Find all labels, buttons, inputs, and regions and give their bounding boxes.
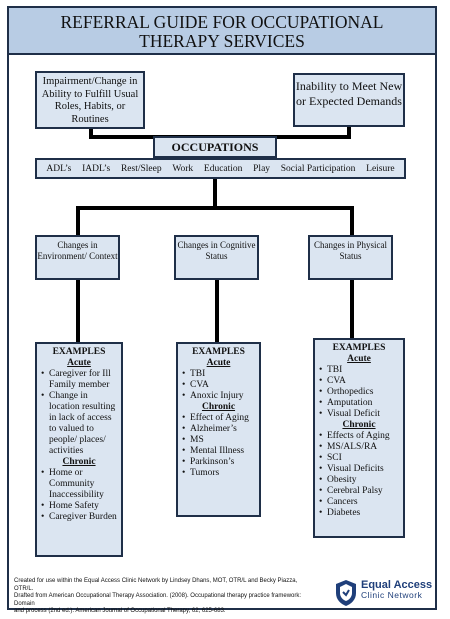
category-environment: Changes in Environment/ Context [35, 235, 120, 280]
list-item: MS [182, 435, 255, 446]
list-item: Amputation [319, 398, 399, 409]
examples-header: EXAMPLES [192, 347, 245, 357]
list-item: Caregiver Burden [41, 512, 117, 523]
category-cognitive: Changes in Cognitive Status [174, 235, 259, 280]
list-item: Tumors [182, 468, 255, 479]
list-item: Diabetes [319, 508, 399, 519]
list-item: Visual Deficit [319, 409, 399, 420]
list-item: Obesity [319, 475, 399, 486]
title-line-1: REFERRAL GUIDE FOR OCCUPATIONAL [60, 12, 384, 32]
footer-line-1: Created for use within the Equal Access … [14, 578, 298, 592]
acute-label: Acute [67, 358, 91, 368]
list-item: Effects of Aging [319, 431, 399, 442]
logo-subtitle: Clinic Network [361, 590, 423, 600]
examples-environment: EXAMPLES Acute Caregiver for Ill Family … [35, 342, 123, 557]
list-item: Cancers [319, 497, 399, 508]
connector-branch-horizontal [76, 206, 354, 210]
footer-line-2: Drafted from American Occupational Thera… [14, 593, 302, 607]
acute-label: Acute [347, 354, 371, 364]
list-item: CVA [182, 380, 255, 391]
chronic-label: Chronic [62, 457, 96, 467]
connector-cat3-down [350, 278, 354, 339]
chronic-label: Chronic [201, 402, 236, 412]
list-item: Home or Community Inaccessibility [41, 468, 117, 501]
demands-box: Inability to Meet New or Expected Demand… [293, 73, 405, 127]
list-item: Visual Deficits [319, 464, 399, 475]
equal-access-logo: Equal Access Clinic Network [334, 578, 434, 608]
list-item: CVA [319, 376, 399, 387]
list-item: Change in location resulting in lack of … [41, 391, 117, 457]
list-item: Cerebral Palsy [319, 486, 399, 497]
list-item: Orthopedics [319, 387, 399, 398]
occupation-item: Rest/Sleep [120, 164, 162, 174]
occupation-item: Work [172, 164, 194, 174]
connector-left-vertical [89, 129, 93, 139]
occupation-item: ADL’s [46, 164, 72, 174]
examples-physical: EXAMPLES Acute TBI CVA Orthopedics Amput… [313, 338, 405, 538]
list-item: Anoxic Injury [182, 391, 255, 402]
connector-cat1-down [76, 280, 80, 343]
list-item: MS/ALS/RA [319, 442, 399, 453]
list-item: Home Safety [41, 501, 117, 512]
connector-branch-right [350, 206, 354, 236]
footer-citation: Created for use within the Equal Access … [14, 578, 314, 616]
examples-header: EXAMPLES [332, 343, 386, 353]
chronic-label: Chronic [342, 420, 376, 430]
list-item: Caregiver for Ill Family member [41, 369, 117, 391]
occupation-item: Education [203, 164, 243, 174]
list-item: Alzheimer’s [182, 424, 255, 435]
list-item: Mental Illness [182, 446, 255, 457]
occupation-items-bar: ADL’s IADL’s Rest/Sleep Work Education P… [35, 158, 406, 179]
connector-right-vertical [347, 127, 351, 139]
examples-cognitive: EXAMPLES Acute TBI CVA Anoxic Injury Chr… [176, 342, 261, 517]
page-title: REFERRAL GUIDE FOR OCCUPATIONAL THERAPY … [9, 8, 435, 55]
connector-branch-left [76, 206, 80, 236]
category-physical: Changes in Physical Status [308, 235, 393, 280]
logo-name: Equal Access [361, 579, 433, 591]
title-line-2: THERAPY SERVICES [139, 31, 305, 51]
connector-center-down [213, 179, 217, 208]
examples-header: EXAMPLES [52, 347, 106, 357]
acute-label: Acute [206, 358, 231, 368]
impairment-box: Impairment/Change in Ability to Fulfill … [35, 71, 145, 129]
footer-line-3: and process (2nd ed.). American Journal … [14, 608, 226, 614]
list-item: SCI [319, 453, 399, 464]
occupations-header: OCCUPATIONS [153, 136, 277, 158]
occupation-item: Play [253, 164, 271, 174]
occupation-item: Leisure [366, 164, 395, 174]
connector-cat2-down [215, 276, 219, 343]
list-item: TBI [319, 365, 399, 376]
list-item: Parkinson’s [182, 457, 255, 468]
list-item: TBI [182, 369, 255, 380]
occupation-item: Social Participation [280, 164, 356, 174]
list-item: Effect of Aging [182, 413, 255, 424]
occupation-item: IADL’s [82, 164, 111, 174]
shield-logo-icon [336, 580, 356, 606]
